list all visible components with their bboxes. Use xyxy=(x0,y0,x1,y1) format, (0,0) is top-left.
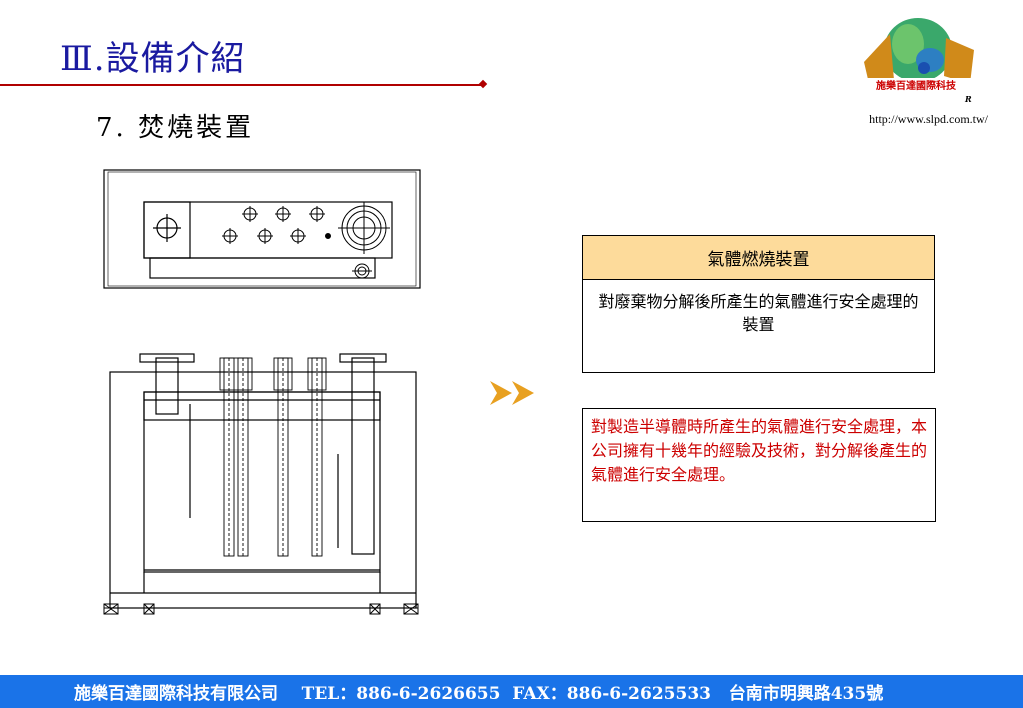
website-url: http://www.slpd.com.tw/ xyxy=(869,112,988,126)
logo-text: 施樂百達國際科技 xyxy=(876,79,957,92)
device-info-description: 對廢棄物分解後所產生的氣體進行安全處理的裝置 xyxy=(598,292,919,334)
section-subtitle: 7. 焚燒裝置 xyxy=(96,113,255,143)
company-note-box: 對製造半導體時所產生的氣體進行安全處理，本公司擁有十幾年的經驗及技術，對分解後產… xyxy=(582,408,936,522)
top-view xyxy=(103,169,421,289)
footer-contact-bar: 施樂百達國際科技有限公司 TEL：886-6-2626655 FAX：886-6… xyxy=(0,675,1023,708)
globe-logo: 施樂百達國際科技 R xyxy=(860,18,974,104)
svg-text:R: R xyxy=(964,94,972,104)
front-view xyxy=(103,353,419,615)
device-info-box: 氣體燃燒裝置 對廢棄物分解後所產生的氣體進行安全處理的裝置 xyxy=(582,235,935,373)
title-divider-tip xyxy=(478,79,488,89)
page-title: Ⅲ.設備介紹 xyxy=(60,39,246,79)
title-divider xyxy=(0,84,484,86)
double-arrow-icon xyxy=(490,381,534,405)
incinerator-technical-drawing xyxy=(103,169,421,615)
device-info-heading: 氣體燃燒裝置 xyxy=(583,236,934,280)
